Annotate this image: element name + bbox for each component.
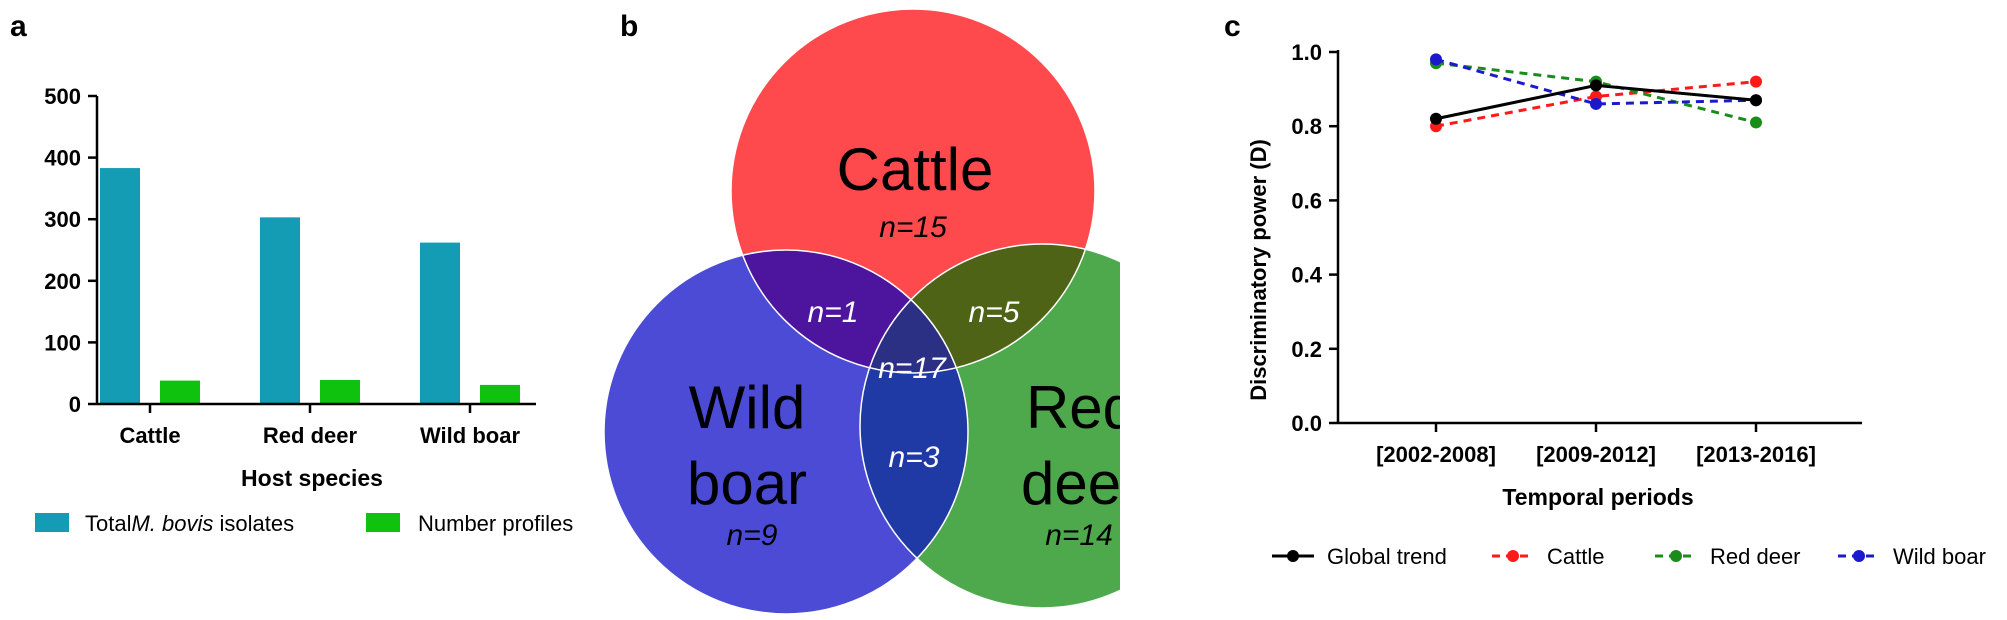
point-wild-boar [1430,53,1442,66]
series-line-wild-boar [1435,57,1757,106]
point-global-trend [1590,79,1602,92]
legend: Global trend Cattle Red deer Wild boar [1272,544,1986,569]
y-tick-label: 0.6 [1291,188,1322,213]
legend-label-total-isolates: TotalM. bovis isolates [85,511,294,536]
y-tick-label: 0.0 [1291,411,1322,436]
legend-label-cattle: Cattle [1547,544,1604,569]
y-tick-label: 0.2 [1291,337,1322,362]
y-tick-label: 300 [44,207,81,232]
bar-chart-panel-a: a 0 100 200 300 400 500 Cattle Red deer Wild bo… [10,10,573,536]
legend-label-number-profiles: Number profiles [418,511,573,536]
panel-letter-c: c [1224,10,1241,43]
venn-count-cattle-red-deer: n=5 [969,296,1020,329]
y-tick-label: 100 [44,330,81,355]
x-axis-categories: Cattle Red deer Wild boar [119,404,520,448]
bars [100,168,520,404]
venn-overlap-cattle-wild-boar [731,250,968,373]
bar-wild-boar-series-1 [420,242,460,404]
x-axis-title: Temporal periods [1502,484,1693,510]
x-tick-label: [2002-2008] [1376,442,1496,467]
y-tick-label: 1.0 [1291,40,1322,65]
legend-marker-wild-boar [1853,550,1865,562]
point-wild-boar [1590,97,1602,110]
x-tick-label: [2009-2012] [1536,442,1656,467]
y-axis-ticks: 0 100 200 300 400 500 [44,84,97,417]
point-red-deer [1750,116,1762,129]
y-tick-label: 400 [44,146,81,171]
venn-count-wild-boar-red-deer: n=3 [889,441,940,474]
legend-label-wild-boar: Wild boar [1893,544,1986,569]
legend-label-global-trend: Global trend [1327,544,1447,569]
point-global-trend [1430,112,1442,125]
venn-label-cattle: Cattle [837,136,994,203]
y-tick-label: 0 [69,392,81,417]
x-tick-label: Cattle [119,423,180,448]
bar-cattle-series-2 [160,380,200,404]
venn-count-cattle: n=15 [879,211,947,244]
y-axis-ticks: 0.0 0.2 0.4 0.6 0.8 1.0 [1291,40,1338,436]
venn-label-wild-boar-line2: boar [687,450,807,517]
panel-letter-a: a [10,10,27,43]
series-lines [1430,53,1762,133]
bar-wild-boar-series-2 [480,384,520,404]
legend-marker-global-trend [1287,550,1299,562]
venn-overlap-cattle-red-deer [860,244,1095,373]
x-tick-label: [2013-2016] [1696,442,1816,467]
x-tick-label: Red deer [263,423,358,448]
bar-red-deer-series-1 [260,217,300,404]
y-tick-label: 200 [44,269,81,294]
bar-red-deer-series-2 [320,379,360,404]
x-tick-label: Wild boar [420,423,520,448]
legend-label-red-deer: Red deer [1710,544,1801,569]
venn-label-red-deer-line2: deer [1021,450,1120,517]
y-tick-label: 0.8 [1291,114,1322,139]
legend-swatch-total-isolates [35,513,69,532]
venn-count-wild-boar: n=9 [727,519,778,552]
venn-count-cattle-wild-boar: n=1 [808,296,859,329]
venn-count-all-three: n=17 [878,352,947,385]
venn-label-wild-boar-line1: Wild [689,374,806,441]
bar-cattle-series-1 [100,168,140,404]
point-global-trend [1750,94,1762,107]
point-cattle [1750,75,1762,88]
panel-letter-b: b [620,10,638,43]
venn-label-red-deer-line1: Red [1026,374,1120,441]
y-tick-label: 500 [44,84,81,109]
y-tick-label: 0.4 [1291,263,1322,288]
legend-marker-red-deer [1670,550,1682,562]
x-axis-title: Host species [241,465,383,491]
line-chart-panel-c: c Discriminatory power (D) 0.00.20.40.60… [1224,10,1986,569]
venn-count-red-deer: n=14 [1045,519,1113,552]
y-axis-title: Discriminatory power (D) [1246,139,1271,401]
legend-swatch-number-profiles [366,513,400,532]
legend-marker-cattle [1507,550,1519,562]
venn-diagram-panel-b: b Cattle n=15 Wild boar n=9 Red deer n=1… [603,8,1120,615]
x-axis-categories: [2002-2008] [2009-2012] [2013-2016] [1376,423,1816,467]
series-line-cattle [1435,80,1757,128]
